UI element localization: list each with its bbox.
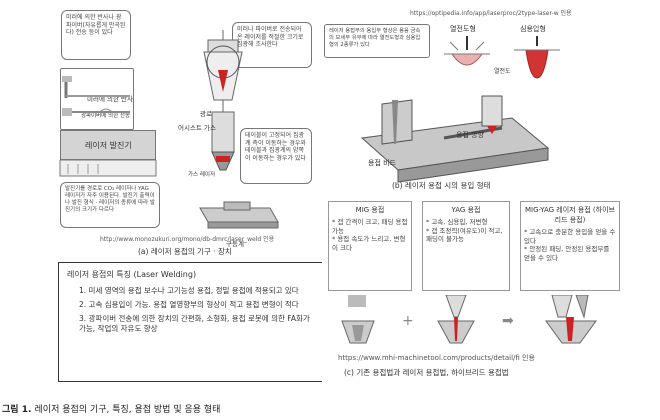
features-list: 1. 미세 영역의 용접 보수나 고기능성 용접, 정밀 용접에 적용되고 있다… [67, 286, 315, 334]
url-a: http://www.monozukuri.org/mono/db-dmrc/l… [100, 236, 275, 243]
caption-c: (c) 기존 용접법과 레이저 용접법, 하이브리드 용접법 [344, 368, 509, 377]
figure-label: 그림 1. [2, 405, 32, 415]
label-fiber-transfer: 광파이버에 의한 전송 [81, 113, 131, 119]
callout-table: 테이블이 고정되어 집광계 측이 이동하는 경우와 테이블과 집광계의 양쪽이 … [240, 128, 312, 184]
weld-plate-drawing [360, 95, 550, 183]
transfer-lines-drawing [62, 76, 130, 116]
feature-item: 3. 광파이버 전송에 의한 장치의 간편화, 소형화, 용접 로봇에 의한 F… [79, 314, 310, 333]
mig-box: MIG 용접 * 갭 간격이 크고, 패딩 용접 가능 * 용접 속도가 느리고… [328, 201, 412, 291]
panel-b: https://optipedia.info/app/laserproc/2ty… [322, 0, 660, 195]
hybrid-desc: * 고속으로 충분한 용입을 얻을 수 있다 * 안정된 패딩, 안정된 용접부… [524, 228, 616, 262]
keyhole-mode-drawing [514, 36, 560, 79]
label-optics: 광로 [200, 110, 212, 118]
feature-item: 1. 미세 영역의 용접 보수나 고기능성 용접, 정밀 용접에 적용되고 있다 [79, 286, 299, 295]
mig-desc: * 갭 간격이 크고, 패딩 용접 가능 * 용접 속도가 느리고, 변형이 크… [332, 218, 408, 252]
svg-text:➡: ➡ [502, 313, 514, 329]
oscillator-base-drawing [59, 160, 157, 177]
figure-title: 레이저 용접의 기구, 특징, 용접 방법 및 응용 형태 [34, 405, 221, 415]
panel-a: 미러에 의한 반사나 광파이버(자유롭게 만곡된다) 전송 등이 있다 미러나 … [0, 0, 320, 262]
caption-a: (a) 레이저 용접의 기구 · 장치 [138, 247, 232, 256]
feature-item: 2. 고속 심용입이 가능. 용접 열영향부의 형상이 적고 용접 변형이 적다 [79, 300, 299, 309]
label-conduction: 열전도형 [450, 25, 476, 33]
url-c: https://www.mhi-machinetool.com/products… [338, 354, 535, 362]
features-title: 레이저 용접의 특징 (Laser Welding) [67, 270, 197, 279]
label-gas-laser: 가스 레이저 [188, 172, 216, 178]
yag-title: YAG 용접 [451, 206, 481, 214]
conduction-mode-drawing [444, 36, 490, 66]
features-box: 레이저 용접의 특징 (Laser Welding) 1. 미세 영역의 용접 … [58, 262, 324, 382]
comparison-drawing: + ➡ [341, 295, 597, 344]
svg-text:+: + [402, 313, 414, 329]
callout-fiber: 미러나 파이버로 전송되어 온 레이저를 적절한 크기로 집광해 조사한다 [232, 22, 312, 68]
label-heat: 열전도 [494, 68, 511, 75]
yag-desc: * 고속, 심용입, 저변형 * 갭 조정력(여유도)이 적고, 패딩이 불가능 [426, 218, 503, 243]
callout-mirror: 미러에 의한 반사나 광파이버(자유롭게 만곡된다) 전송 등이 있다 [61, 10, 131, 60]
laser-oscillator: 레이저 발진기 [60, 130, 156, 160]
figure-caption: 그림 1. 레이저 용접의 기구, 특징, 용접 방법 및 응용 형태 [2, 402, 220, 415]
transfer-illustration: 미러에 의한 반사 광파이버에 의한 전송 [60, 68, 134, 130]
hybrid-box: MIG-YAG 레이저 용접 (하이브리드 용접) * 고속으로 충분한 용입을… [520, 201, 620, 291]
work-table-drawing [199, 201, 279, 229]
laser-head-drawing [203, 30, 243, 171]
label-oscillator: 레이저 발진기 [85, 141, 132, 150]
label-workpiece: 구동계 [226, 240, 244, 248]
url-b: https://optipedia.info/app/laserproc/2ty… [410, 10, 572, 17]
label-assist-gas: 어시스트 가스 [178, 124, 216, 132]
callout-oscillator: 발진기를 경로로 CO₂ 레이저나 YAG 레이저가 자주 이용된다. 발진기 … [60, 182, 160, 228]
label-direction: 용접 방향 [456, 131, 484, 139]
caption-b: (b) 레이저 용접 시의 용입 형태 [392, 181, 491, 190]
hybrid-title: MIG-YAG 레이저 용접 (하이브리드 용접) [525, 206, 615, 224]
panel-c: MIG 용접 * 갭 간격이 크고, 패딩 용접 가능 * 용접 속도가 느리고… [322, 195, 660, 395]
yag-box: YAG 용접 * 고속, 심용입, 저변형 * 갭 조정력(여유도)이 적고, … [422, 201, 510, 291]
label-bead: 용접 비드 [368, 159, 396, 167]
label-mirror-reflect: 미러에 의한 반사 [87, 95, 133, 103]
label-keyhole: 심용입형 [520, 25, 546, 33]
callout-penetration: 레이저 용접부의 용입부 형상은 용융 금속의 모세부 유무에 따라 열전도형과… [324, 24, 430, 58]
mig-title: MIG 용접 [355, 206, 385, 214]
